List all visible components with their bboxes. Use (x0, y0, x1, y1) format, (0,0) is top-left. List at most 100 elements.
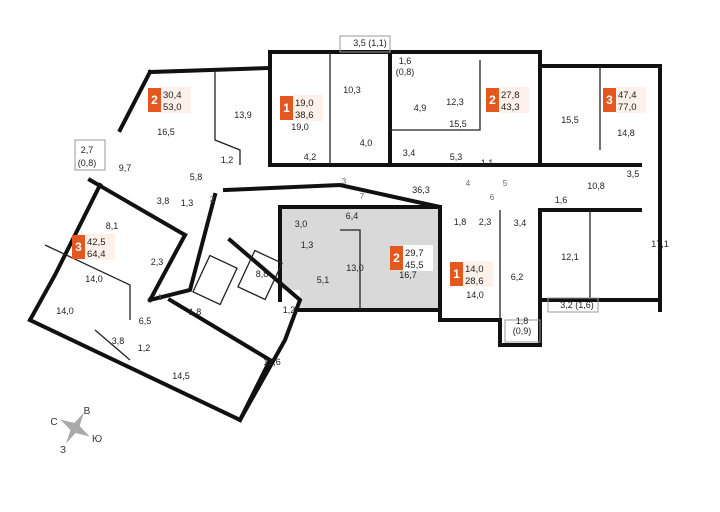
room-area-label: 5,8 (190, 172, 203, 182)
room-area-label: 1,8 (189, 307, 202, 317)
room-area-label: 3,4 (403, 148, 416, 158)
room-area-label: 3,4 (514, 218, 527, 228)
room-area-label: 1,8 (516, 316, 529, 326)
room-count-badge (450, 262, 463, 286)
entrance-number: 3 (342, 177, 347, 186)
apartment-badge[interactable]: 3 47,477,0 (603, 87, 646, 113)
total-area: 45,5 (405, 260, 424, 271)
room-area-label: 4,2 (304, 152, 317, 162)
apartment-badge[interactable]: 2 29,745,5 (390, 245, 433, 271)
room-area-label: 10,8 (587, 181, 605, 191)
room-area-label: 14,0 (56, 306, 74, 316)
entrance-numbers: 1 2 3 4 56 7 (158, 177, 508, 302)
room-area-label: 1,2 (138, 343, 151, 353)
room-area-label: 5,1 (317, 275, 330, 285)
room-area-label: 1,1 (481, 158, 494, 168)
entrance-number: 2 (210, 195, 215, 204)
total-area: 64,4 (87, 249, 106, 260)
entrance-number: 7 (360, 192, 365, 201)
room-area-label: 3,8 (112, 336, 125, 346)
room-area-label: 3,5 (627, 169, 640, 179)
room-count-badge (280, 96, 293, 120)
living-area: 47,4 (618, 90, 637, 101)
room-count: 1 (283, 101, 290, 115)
room-area-label: 3,5 (1,1) (353, 38, 387, 48)
room-area-label: 9,7 (119, 163, 132, 173)
room-area-label: 1,3 (181, 198, 194, 208)
compass-north: С (50, 417, 57, 428)
living-area: 19,0 (295, 98, 314, 109)
total-area: 53,0 (163, 102, 182, 113)
room-count: 2 (151, 93, 158, 107)
room-count-badge (603, 88, 616, 112)
room-area-label: 3,0 (295, 219, 308, 229)
apartment-badge[interactable]: 3 42,564,4 (72, 234, 115, 260)
room-area-label: 19,0 (291, 122, 309, 132)
room-area-label: 8,1 (106, 221, 119, 231)
living-area: 29,7 (405, 248, 424, 259)
entrance-number: 4 (466, 179, 471, 188)
room-area-label: 12,1 (561, 252, 579, 262)
apartment-badge[interactable]: 1 14,028,6 (450, 261, 493, 287)
room-count: 1 (453, 267, 460, 281)
room-count-badge (390, 246, 403, 270)
total-area: 38,6 (295, 110, 314, 121)
entrance-number: 5 (503, 179, 508, 188)
room-count: 3 (75, 240, 82, 254)
compass: С В Ю З (50, 406, 102, 456)
room-area-label: 1,6 (399, 56, 412, 66)
room-area-label: 15,5 (561, 115, 579, 125)
living-area: 27,8 (501, 90, 520, 101)
entrance-number: 6 (490, 193, 495, 202)
living-area: 14,0 (465, 264, 484, 275)
room-area-label: (0,8) (78, 158, 97, 168)
room-area-label: 12,6 (263, 357, 281, 367)
room-area-label: 15,5 (449, 119, 467, 129)
room-area-label: 12,3 (446, 97, 464, 107)
room-count-badge (148, 88, 161, 112)
room-area-label: 6,4 (346, 211, 359, 221)
room-area-label: 1,8 (454, 217, 467, 227)
room-count: 3 (606, 93, 613, 107)
entrance-number: 1 (158, 293, 163, 302)
room-area-label: 5,3 (450, 152, 463, 162)
room-area-label: 14,5 (172, 371, 190, 381)
room-area-label: 2,7 (81, 145, 94, 155)
room-count-badge (486, 88, 499, 112)
total-area: 28,6 (465, 276, 484, 287)
room-area-label: 16,7 (399, 270, 417, 280)
compass-east: В (84, 406, 91, 417)
walls (27, 50, 662, 423)
living-area: 42,5 (87, 237, 106, 248)
room-area-label: 1,3 (301, 240, 314, 250)
room-area-label: 14,0 (466, 290, 484, 300)
room-area-label: 3,2 (1,6) (560, 300, 594, 310)
room-area-label: 4,9 (414, 103, 427, 113)
living-area: 30,4 (163, 90, 182, 101)
compass-west: З (60, 445, 66, 456)
room-area-label: 2,3 (479, 217, 492, 227)
room-area-label: 4,0 (360, 138, 373, 148)
room-area-label: 1,2 (283, 305, 296, 315)
apartment-badge[interactable]: 2 30,453,0 (148, 87, 191, 113)
compass-rose-icon (60, 412, 90, 444)
room-count: 2 (393, 251, 400, 265)
highlighted-apartment-area (282, 207, 440, 310)
room-area-label: 1,6 (555, 195, 568, 205)
room-count-badge (72, 235, 85, 259)
room-area-label: 13,9 (234, 110, 252, 120)
room-area-label: 16,5 (157, 127, 175, 137)
room-area-label: 1,2 (221, 155, 234, 165)
room-area-label: 6,5 (139, 316, 152, 326)
room-area-label: (0,9) (513, 326, 532, 336)
apartment-badge[interactable]: 1 19,038,6 (280, 95, 323, 121)
room-area-label: 2,3 (151, 257, 164, 267)
room-area-label: 6,2 (511, 272, 524, 282)
room-area-label: 36,3 (412, 185, 430, 195)
total-area: 77,0 (618, 102, 637, 113)
room-area-label: 14,0 (85, 274, 103, 284)
